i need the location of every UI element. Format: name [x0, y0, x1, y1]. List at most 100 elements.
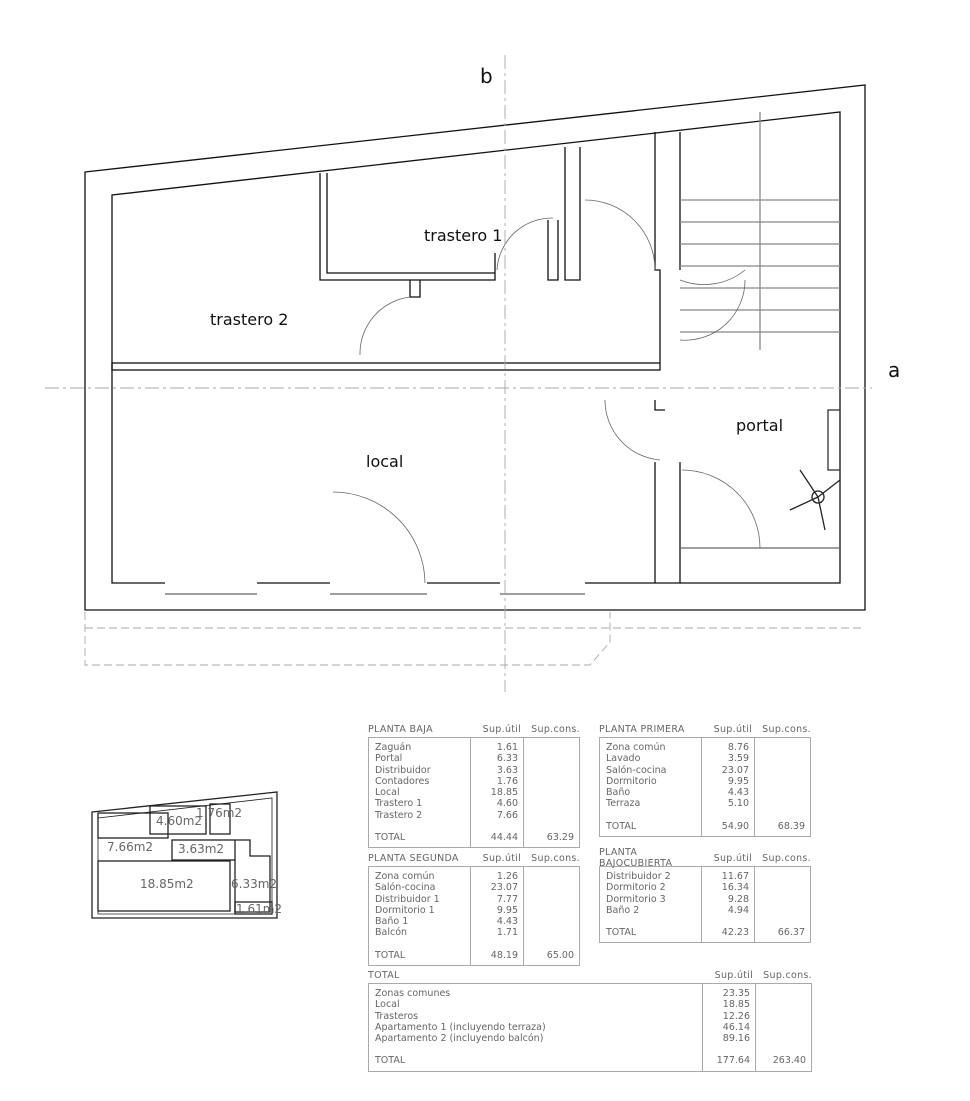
- total-label: TOTAL: [606, 927, 637, 939]
- row-label: Dormitorio 1: [375, 904, 435, 916]
- key-area: 1.76m2: [196, 806, 243, 820]
- total-util: 54.90: [721, 820, 749, 832]
- row-label: Dormitorio: [606, 775, 657, 787]
- outer-wall: [84, 84, 866, 611]
- row-value: 5.10: [727, 798, 749, 810]
- row-label: Baño 2: [606, 904, 640, 916]
- total-label: TOTAL: [375, 832, 406, 844]
- row-label: Local: [375, 999, 400, 1011]
- area-table: PLANTA BAJOCUBIERTA Sup.útil Sup.cons. Dis…: [599, 847, 811, 944]
- table-title: PLANTA PRIMERA: [599, 723, 685, 735]
- table-title: PLANTA BAJA: [368, 723, 433, 735]
- total-util: 177.64: [716, 1055, 750, 1067]
- room-label-local: local: [366, 452, 404, 471]
- total-label: TOTAL: [375, 1055, 406, 1067]
- row-value: 89.16: [722, 1033, 750, 1045]
- section-label-a: a: [888, 358, 901, 382]
- row-value: 1.76: [496, 775, 518, 787]
- table-title: PLANTA SEGUNDA: [368, 852, 459, 864]
- row-value: 4.60: [496, 798, 518, 810]
- key-area: 7.66m2: [107, 840, 154, 854]
- row-label: Trasteros: [375, 1010, 419, 1022]
- row-label: Baño 1: [375, 916, 409, 928]
- row-value: 4.94: [727, 904, 749, 916]
- row-value: 1.61: [496, 742, 518, 753]
- row-value: 1.26: [496, 871, 518, 882]
- row-label: Apartamento 2 (incluyendo balcón): [375, 1033, 544, 1045]
- row-label: Contadores: [375, 775, 430, 787]
- area-table: PLANTA PRIMERA Sup.útil Sup.cons. Zona com…: [599, 721, 811, 838]
- row-value: 4.43: [496, 916, 518, 928]
- row-label: Local: [375, 787, 400, 799]
- row-value: 18.85: [722, 999, 750, 1011]
- row-label: Zonas comunes: [375, 988, 451, 999]
- row-label: Terraza: [606, 798, 641, 810]
- col-util: Sup.útil: [713, 723, 753, 735]
- row-value: 23.07: [721, 764, 749, 776]
- row-label: Salón-cocina: [606, 764, 667, 776]
- key-area: 6.33m2: [231, 877, 278, 891]
- col-util: Sup.útil: [713, 852, 753, 864]
- row-label: Trastero 1: [375, 798, 423, 810]
- row-label: Zona común: [606, 742, 666, 753]
- key-area: 3.63m2: [178, 842, 225, 856]
- key-area: 1.61m2: [236, 902, 283, 916]
- total-util: 44.44: [490, 832, 518, 844]
- row-label: Portal: [375, 753, 403, 765]
- section-label-b: b: [480, 64, 493, 88]
- row-label: Baño: [606, 787, 631, 799]
- row-label: Distribuidor 2: [606, 871, 671, 882]
- total-cons: 63.29: [546, 832, 574, 844]
- total-util: 48.19: [490, 949, 518, 961]
- row-value: 7.66: [496, 809, 518, 821]
- room-label-trastero-2: trastero 2: [210, 310, 289, 329]
- row-value: 9.95: [496, 904, 518, 916]
- row-value: 6.33: [496, 753, 518, 765]
- row-label: Zona común: [375, 871, 435, 882]
- col-cons: Sup.cons.: [762, 852, 811, 864]
- row-value: 9.95: [727, 775, 749, 787]
- total-cons: 263.40: [772, 1055, 806, 1067]
- row-value: 8.76: [727, 742, 749, 753]
- row-label: Zaguán: [375, 742, 412, 753]
- row-value: 23.07: [490, 882, 518, 894]
- total-util: 42.23: [721, 927, 749, 939]
- col-cons: Sup.cons.: [762, 723, 811, 735]
- row-value: 46.14: [722, 1021, 750, 1033]
- row-label: Lavado: [606, 753, 641, 765]
- row-value: 4.43: [727, 787, 749, 799]
- row-value: 3.63: [496, 764, 518, 776]
- total-cons: 68.39: [777, 820, 805, 832]
- key-area: 18.85m2: [140, 877, 194, 891]
- col-cons: Sup.cons.: [531, 723, 580, 735]
- total-cons: 65.00: [546, 949, 574, 961]
- key-area: 4.60m2: [156, 814, 203, 828]
- row-value: 11.67: [721, 871, 749, 882]
- row-value: 23.35: [722, 988, 750, 999]
- key-plan: [91, 791, 278, 919]
- row-value: 16.34: [721, 882, 749, 894]
- col-util: Sup.útil: [714, 969, 754, 981]
- row-value: 12.26: [722, 1010, 750, 1022]
- row-label: Dormitorio 3: [606, 893, 666, 905]
- col-util: Sup.útil: [482, 723, 522, 735]
- row-label: Distribuidor: [375, 764, 431, 776]
- table-title: PLANTA BAJOCUBIERTA: [599, 847, 673, 869]
- row-value: 7.77: [496, 893, 518, 905]
- total-label: TOTAL: [606, 820, 637, 832]
- row-label: Apartamento 1 (incluyendo terraza): [375, 1021, 546, 1033]
- row-label: Salón-cocina: [375, 882, 436, 894]
- plant-icon: [789, 469, 841, 531]
- row-label: Balcón: [375, 927, 408, 939]
- total-label: TOTAL: [375, 949, 406, 961]
- col-util: Sup.útil: [482, 852, 522, 864]
- row-value: 9.28: [727, 893, 749, 905]
- col-cons: Sup.cons.: [763, 969, 812, 981]
- row-label: Dormitorio 2: [606, 882, 666, 894]
- total-cons: 66.37: [777, 927, 805, 939]
- room-label-portal: portal: [736, 416, 784, 435]
